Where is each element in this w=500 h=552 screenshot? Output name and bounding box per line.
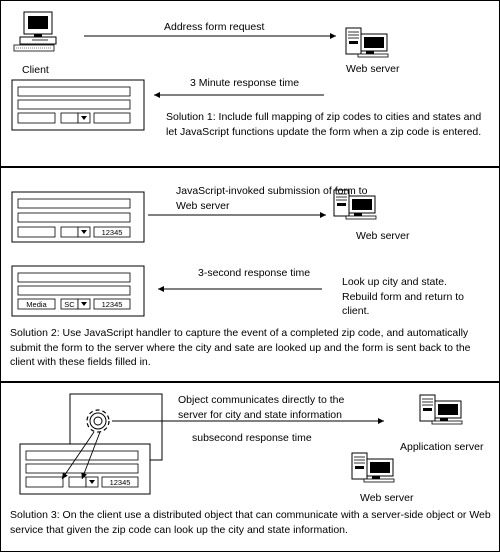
response-time-label-2: 3-second response time: [198, 267, 311, 279]
chevron-down-icon: [85, 476, 99, 488]
state-field-value: SC: [64, 300, 75, 309]
client-computer-icon: [13, 11, 57, 52]
city-field-value: Media: [26, 300, 47, 309]
zip-field-value-3: 12345: [109, 478, 131, 487]
solution-1-text: Solution 1: Include full mapping of zip …: [166, 111, 482, 138]
address-form-1: [11, 79, 145, 131]
submission-label: JavaScript-invoked submission of form to…: [176, 185, 368, 212]
request-label: Address form request: [164, 21, 265, 33]
response-time-label: 3 Minute response time: [190, 77, 300, 89]
gear-to-city-arrow: [61, 431, 95, 480]
chevron-down-icon: [77, 226, 91, 238]
client-label: Client: [22, 64, 49, 76]
web-server-icon: [345, 27, 389, 58]
web-server-icon-3: [351, 452, 395, 483]
web-server-label-2: Web server: [356, 230, 410, 242]
gear-icon: [86, 409, 110, 433]
gear-to-state-arrow: [81, 431, 101, 480]
address-form-2b: [11, 265, 145, 317]
solution-3-text: Solution 3: On the client use a distribu…: [10, 509, 491, 536]
chevron-down-icon: [77, 112, 91, 124]
application-server-label: Application server: [400, 441, 484, 453]
zip-field-value-2: 12345: [101, 300, 123, 309]
web-server-label-3: Web server: [360, 492, 414, 504]
chevron-down-icon: [77, 298, 91, 310]
address-form-3: [19, 443, 151, 495]
object-communication-label: Object communicates directly to the serv…: [178, 394, 345, 421]
address-form-2a: [11, 191, 145, 243]
web-server-label: Web server: [346, 63, 400, 75]
application-server-icon: [419, 394, 463, 425]
zip-field-value: 12345: [101, 228, 123, 237]
solution-2-text: Solution 2: Use JavaScript handler to ca…: [10, 327, 471, 369]
subsecond-response-label: subsecond response time: [192, 432, 312, 444]
lookup-label: Look up city and state. Rebuild form and…: [342, 276, 464, 318]
